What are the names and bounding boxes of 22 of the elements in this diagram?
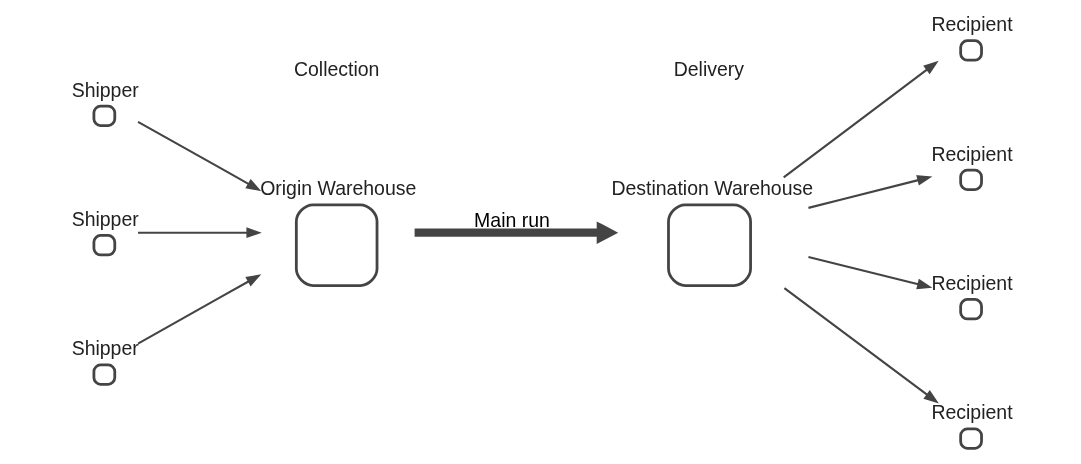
arrow [808,255,933,290]
node-label: Shipper [71,208,139,231]
arrow [808,175,933,209]
arrow [138,227,262,239]
node-label: Recipient [931,401,1013,424]
node-label: Recipient [931,13,1013,36]
arrow [137,274,262,345]
arrow [137,120,262,192]
arrow [414,221,619,244]
node-label: Destination Warehouse [611,177,814,200]
edge-label: Main run [474,209,550,232]
node-label: Shipper [71,78,139,101]
label: Delivery [673,58,744,81]
label: Collection [293,58,380,81]
node-label: Origin Warehouse [260,177,417,200]
node-label: Recipient [931,272,1013,295]
arrow [783,60,939,179]
node-label: Shipper [71,337,139,360]
node-label: Recipient [931,142,1013,165]
node-box [294,203,379,287]
arrow [783,287,939,404]
node-box [667,203,752,287]
